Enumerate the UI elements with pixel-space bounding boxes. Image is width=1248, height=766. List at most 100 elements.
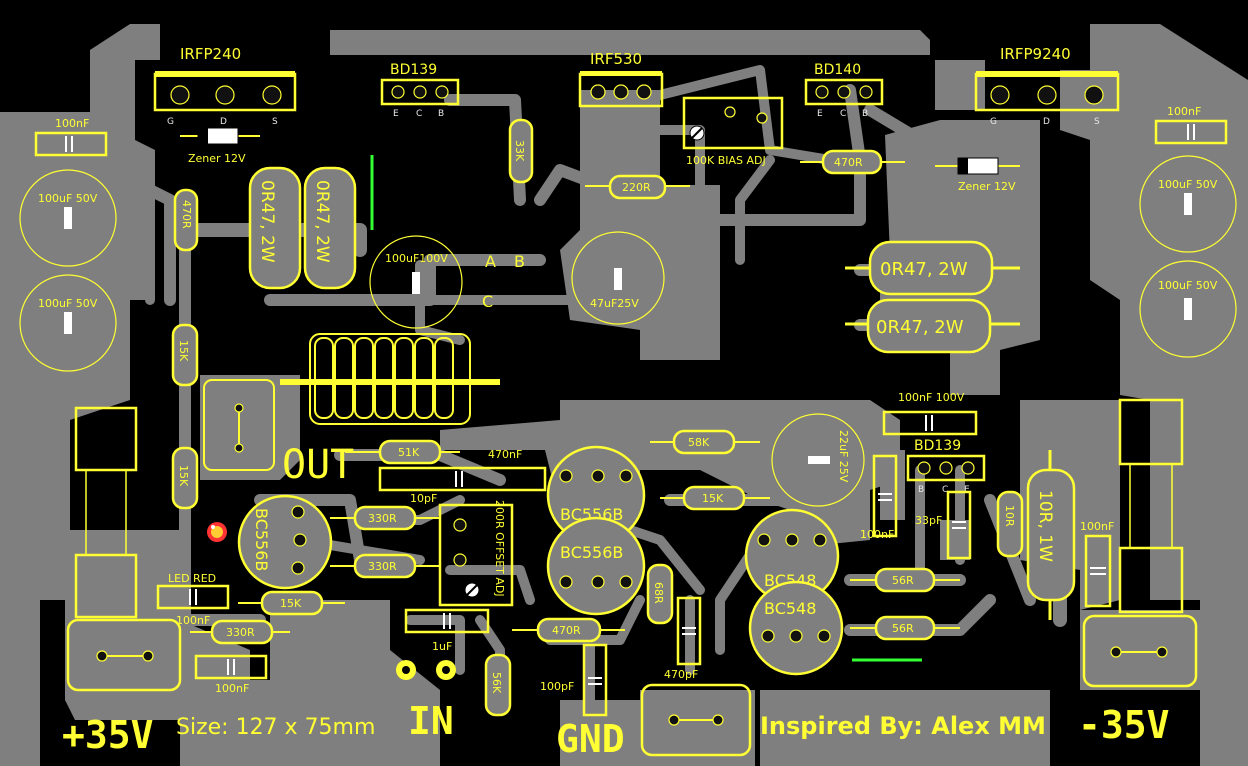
gnd-label: GND — [556, 717, 625, 761]
bd139-top-e: E — [393, 109, 399, 119]
bd139-mid-c: C — [942, 485, 948, 495]
res-56r-a-label: 56R — [892, 574, 914, 587]
res-33k-label: 33K — [513, 140, 526, 162]
bd140-b: B — [862, 109, 868, 119]
bd139-top: BD139 E C B — [380, 62, 460, 119]
res-51k-label: 51K — [398, 446, 420, 459]
res-15k-a: 15K — [171, 323, 199, 387]
bd140-transistor: BD140 E C B — [804, 62, 884, 119]
res-470r-left: 470R — [173, 188, 199, 252]
res-470r-top: 470R — [800, 149, 905, 175]
irf530-label: IRF530 — [590, 50, 642, 68]
cap-22uf: 22uF 25V — [771, 413, 865, 507]
res-15k-c: 15K — [660, 485, 770, 511]
zener-left: Zener 12V — [180, 127, 260, 165]
irfp240-label: IRFP240 — [180, 45, 241, 63]
irfp240-transistor: IRFP240 G D S — [153, 45, 297, 127]
bc548-b-label: BC548 — [764, 599, 816, 618]
bc548-b: BC548 — [748, 580, 844, 676]
bd139-top-b: B — [438, 109, 444, 119]
terminal-gnd[interactable] — [640, 683, 752, 757]
credit-label: Inspired By: Alex MM — [760, 712, 1046, 740]
cap-100nf-tr: 100nF — [1154, 105, 1228, 145]
res-330r-b-label: 330R — [368, 560, 397, 573]
cap-100nf-tl-label: 100nF — [55, 117, 89, 130]
led-footprint: LED RED — [156, 572, 230, 610]
res-68r: 68R — [646, 563, 674, 625]
power-pos-label: +35V — [62, 713, 154, 757]
res-0r47-b: 0R47, 2W — [303, 166, 357, 290]
offset-potentiometer[interactable]: 200R OFFSET ADJ — [438, 500, 514, 607]
pin-s-label: S — [272, 117, 278, 127]
pin-a-label: A — [485, 252, 496, 271]
cap-100uf-b-label: 100uF 50V — [38, 297, 98, 310]
pin-c-label: C — [482, 292, 493, 311]
bd139-mid: BD139 B C E — [906, 438, 986, 495]
res-58k-label: 58K — [688, 436, 710, 449]
cap-33pf: 33pF — [915, 490, 972, 560]
cap-100uf100v-label: 100uF100V — [385, 252, 448, 265]
res-56r-b-label: 56R — [892, 622, 914, 635]
bc556-left: BC556B — [237, 494, 333, 590]
res-0r47-a: 0R47, 2W — [248, 166, 302, 290]
cap-100uf-d-label: 100uF 50V — [1158, 279, 1218, 292]
cap-33pf-label: 33pF — [915, 514, 942, 527]
zener-right: Zener 12V — [935, 157, 1020, 193]
cap-100uf-c-label: 100uF 50V — [1158, 178, 1218, 191]
irfp9240-d: D — [1043, 117, 1050, 127]
res-220r: 220R — [585, 174, 690, 200]
res-68r-label: 68R — [652, 582, 665, 604]
bd139-mid-label: BD139 — [914, 438, 961, 454]
res-51k: 51K — [345, 439, 460, 465]
cap-100pf-label: 100pF — [540, 680, 574, 693]
res-0r47-b-label: 0R47, 2W — [312, 180, 332, 263]
cap-100nf-right: 100nF — [1080, 520, 1114, 608]
copper-layer — [0, 24, 1248, 766]
bd140-c: C — [840, 109, 846, 119]
res-15k-b-label: 15K — [177, 465, 190, 487]
cap-100nf-bl2: 100nF — [194, 654, 268, 695]
res-10r-1w: 10R, 1W — [1026, 450, 1076, 620]
cap-100nf-tl: 100nF — [34, 117, 108, 157]
cap-470pf: 470pF — [664, 596, 702, 681]
pin-b-label: B — [514, 252, 525, 271]
res-56k-label: 56K — [490, 672, 503, 694]
res-0r47-d: 0R47, 2W — [845, 298, 1020, 354]
bias-label: 100K BIAS ADJ — [686, 154, 766, 167]
cap-470nf-label: 470nF — [488, 448, 522, 461]
cap-47uf: 47uF25V — [571, 231, 665, 325]
pin-d-label: D — [220, 117, 227, 127]
cap-100uf-a: 100uF 50V — [19, 169, 117, 267]
output-label: OUT — [282, 442, 354, 488]
cap-100uf-d: 100uF 50V — [1139, 260, 1237, 358]
led-indicator — [207, 522, 227, 542]
fuse-left — [74, 406, 138, 619]
cap-100nf100v: 100nF 100V — [882, 391, 978, 436]
terminal-neg[interactable] — [1082, 614, 1198, 688]
input-connector[interactable] — [396, 660, 456, 680]
res-0r47-c-label: 0R47, 2W — [880, 259, 968, 280]
cap-100nf-tr-label: 100nF — [1167, 105, 1201, 118]
size-label: Size: 127 x 75mm — [176, 715, 375, 740]
cap-470nf: 470nF — [378, 448, 547, 492]
res-0r47-d-label: 0R47, 2W — [876, 317, 964, 338]
cap-100nf-mid-label: 100nF — [860, 528, 894, 541]
irfp9240-transistor: IRFP9240 G D S — [974, 45, 1120, 127]
cap-47uf-label: 47uF25V — [590, 297, 639, 310]
irf530-transistor: IRF530 — [578, 50, 664, 108]
res-56r-a: 56R — [850, 567, 960, 593]
res-470r-bottom-label: 470R — [552, 624, 581, 637]
zener-right-label: Zener 12V — [958, 180, 1016, 193]
terminal-pos[interactable] — [66, 618, 182, 692]
irfp9240-g: G — [990, 117, 997, 127]
cap-100nf-bl2-label: 100nF — [215, 682, 249, 695]
fuse-right — [1118, 398, 1184, 614]
bd139-mid-e: E — [964, 485, 970, 495]
cap-100uf100v: 100uF100V A B C — [369, 235, 525, 329]
res-33k: 33K — [508, 118, 534, 184]
cap-470pf-label: 470pF — [664, 668, 698, 681]
cap-1uf-label: 1uF — [432, 640, 452, 653]
bd139-top-label: BD139 — [390, 62, 437, 78]
res-330r-c: 330R — [190, 619, 290, 645]
bias-potentiometer[interactable]: 100K BIAS ADJ — [682, 96, 784, 167]
